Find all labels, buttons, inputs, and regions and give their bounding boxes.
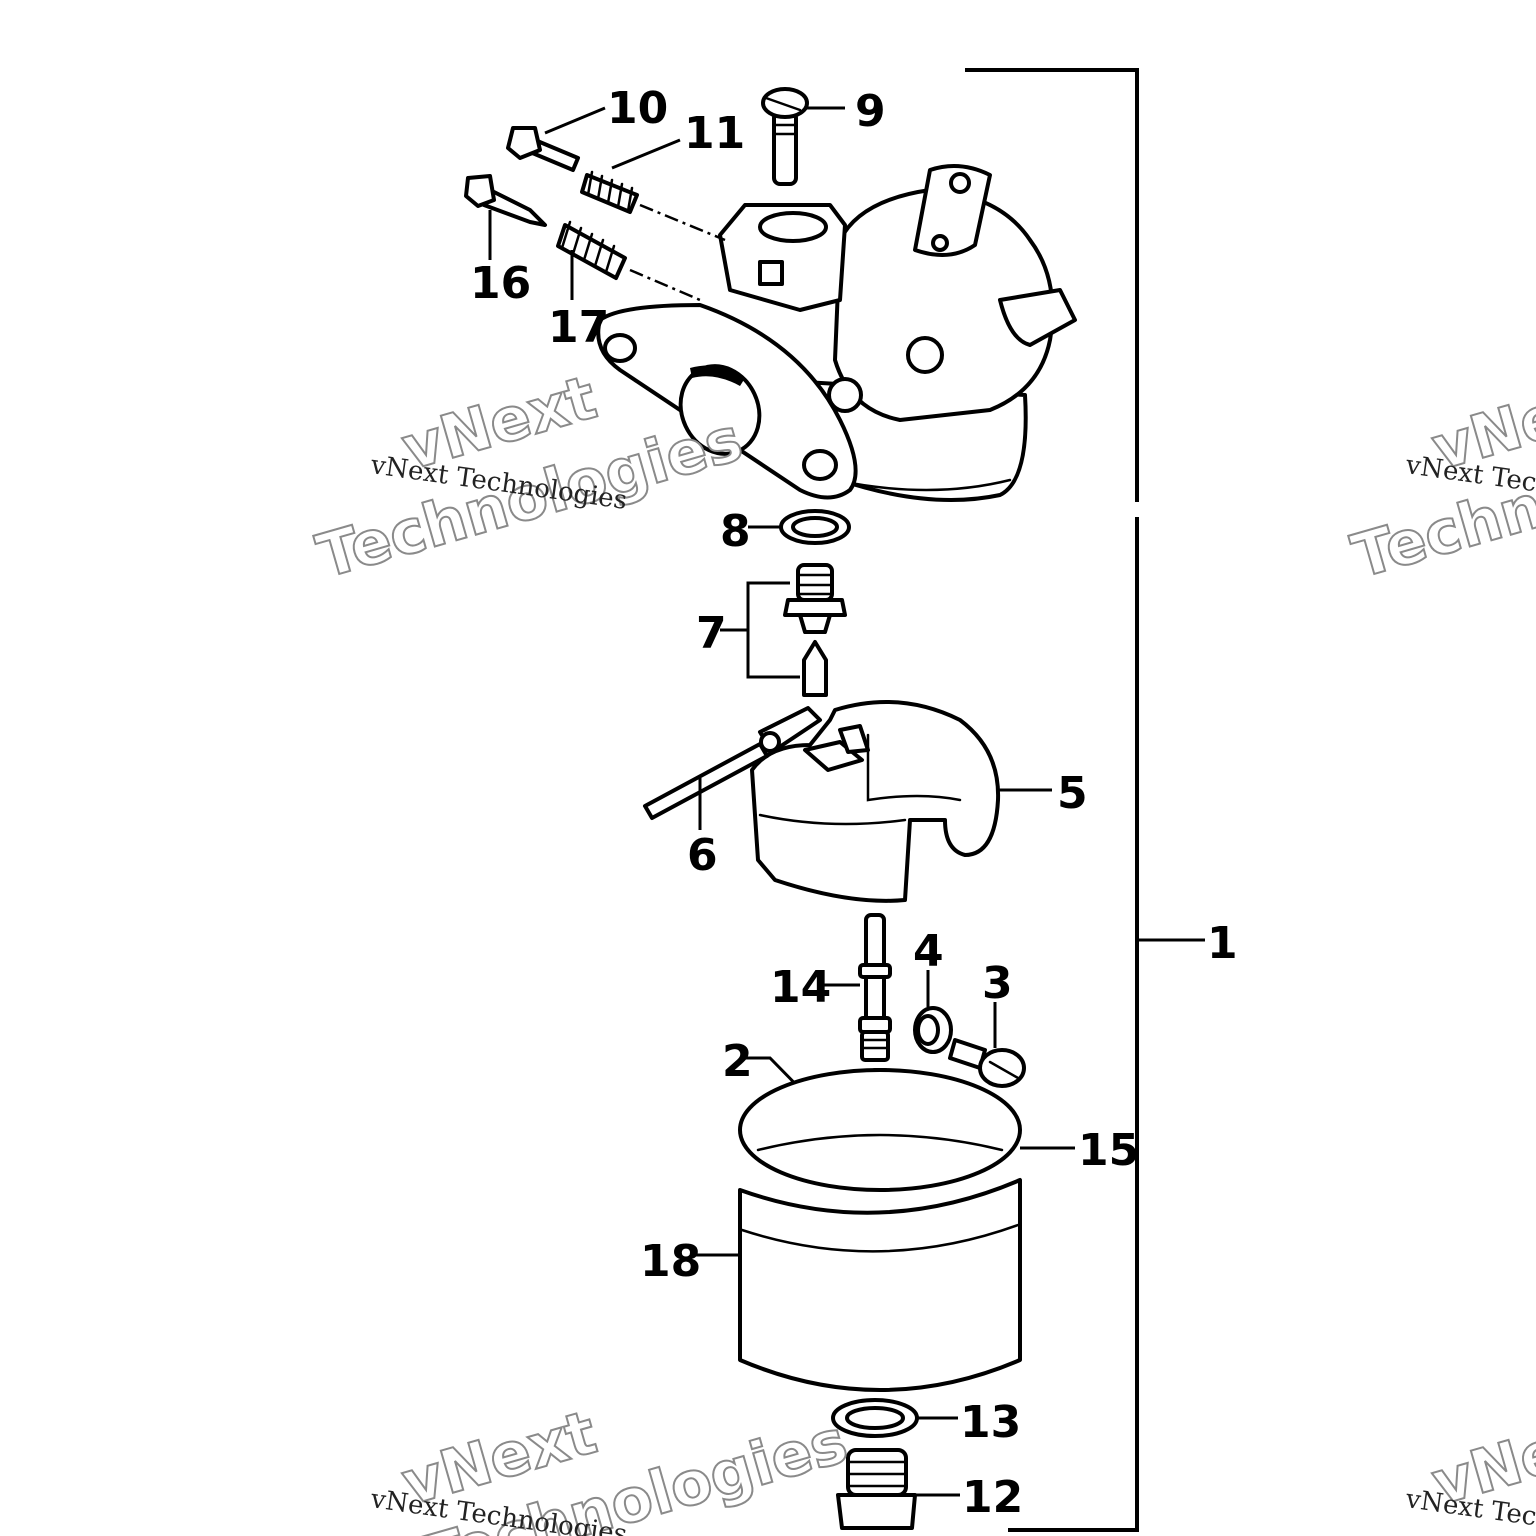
- callout-2: 2: [722, 1036, 753, 1087]
- part-16-screw: [464, 174, 547, 227]
- part-12-drain-plug: [836, 1448, 917, 1530]
- part-18-fuel-bowl: [738, 1178, 1022, 1392]
- callout-18: 18: [640, 1236, 701, 1287]
- callout-4: 4: [913, 926, 944, 977]
- leader-11: [611, 138, 681, 170]
- callout-10: 10: [607, 83, 668, 134]
- callout-15: 15: [1078, 1125, 1139, 1176]
- part-8-gasket: [779, 509, 851, 545]
- part-5-float: [750, 700, 1001, 903]
- callout-17: 17: [548, 302, 609, 353]
- part-3-screw: [948, 1038, 1026, 1088]
- watermark-top-right: vNext Technologies vNext Technologies: [1344, 362, 1536, 594]
- part-15-bowl-gasket: [738, 1068, 1022, 1192]
- part-11-spring: [580, 170, 639, 214]
- part-14-nozzle: [858, 913, 892, 1062]
- part-13-gasket: [831, 1398, 919, 1438]
- part-17-spring: [556, 220, 627, 280]
- carburetor-body: [596, 164, 1077, 502]
- part-6-float-pin: [643, 706, 822, 820]
- callout-9: 9: [855, 86, 886, 137]
- assembly-bracket: [965, 68, 1139, 1532]
- callout-8: 8: [720, 506, 751, 557]
- callout-6: 6: [687, 830, 718, 881]
- part-9-screw: [761, 87, 809, 186]
- leader-7: [720, 581, 800, 679]
- watermark-bottom-right: vNext vNext Technologies: [1403, 1397, 1536, 1536]
- callout-3: 3: [982, 958, 1013, 1009]
- watermark-bottom-left: vNext Technologies vNext Technologies: [368, 1397, 856, 1536]
- callout-14: 14: [770, 962, 831, 1013]
- axis-line-upper: [639, 203, 726, 242]
- axis-line-lower: [629, 268, 701, 302]
- part-4-washer: [913, 1006, 953, 1054]
- part-10-screw: [506, 126, 580, 172]
- callout-7: 7: [696, 608, 727, 659]
- leader-10: [544, 106, 606, 135]
- callout-12: 12: [962, 1472, 1023, 1523]
- callout-1: 1: [1207, 918, 1238, 969]
- callout-16: 16: [470, 258, 531, 309]
- part-7-needle-seat: [783, 563, 847, 697]
- callout-11: 11: [684, 108, 745, 159]
- callout-5: 5: [1057, 768, 1088, 819]
- callout-13: 13: [960, 1397, 1021, 1448]
